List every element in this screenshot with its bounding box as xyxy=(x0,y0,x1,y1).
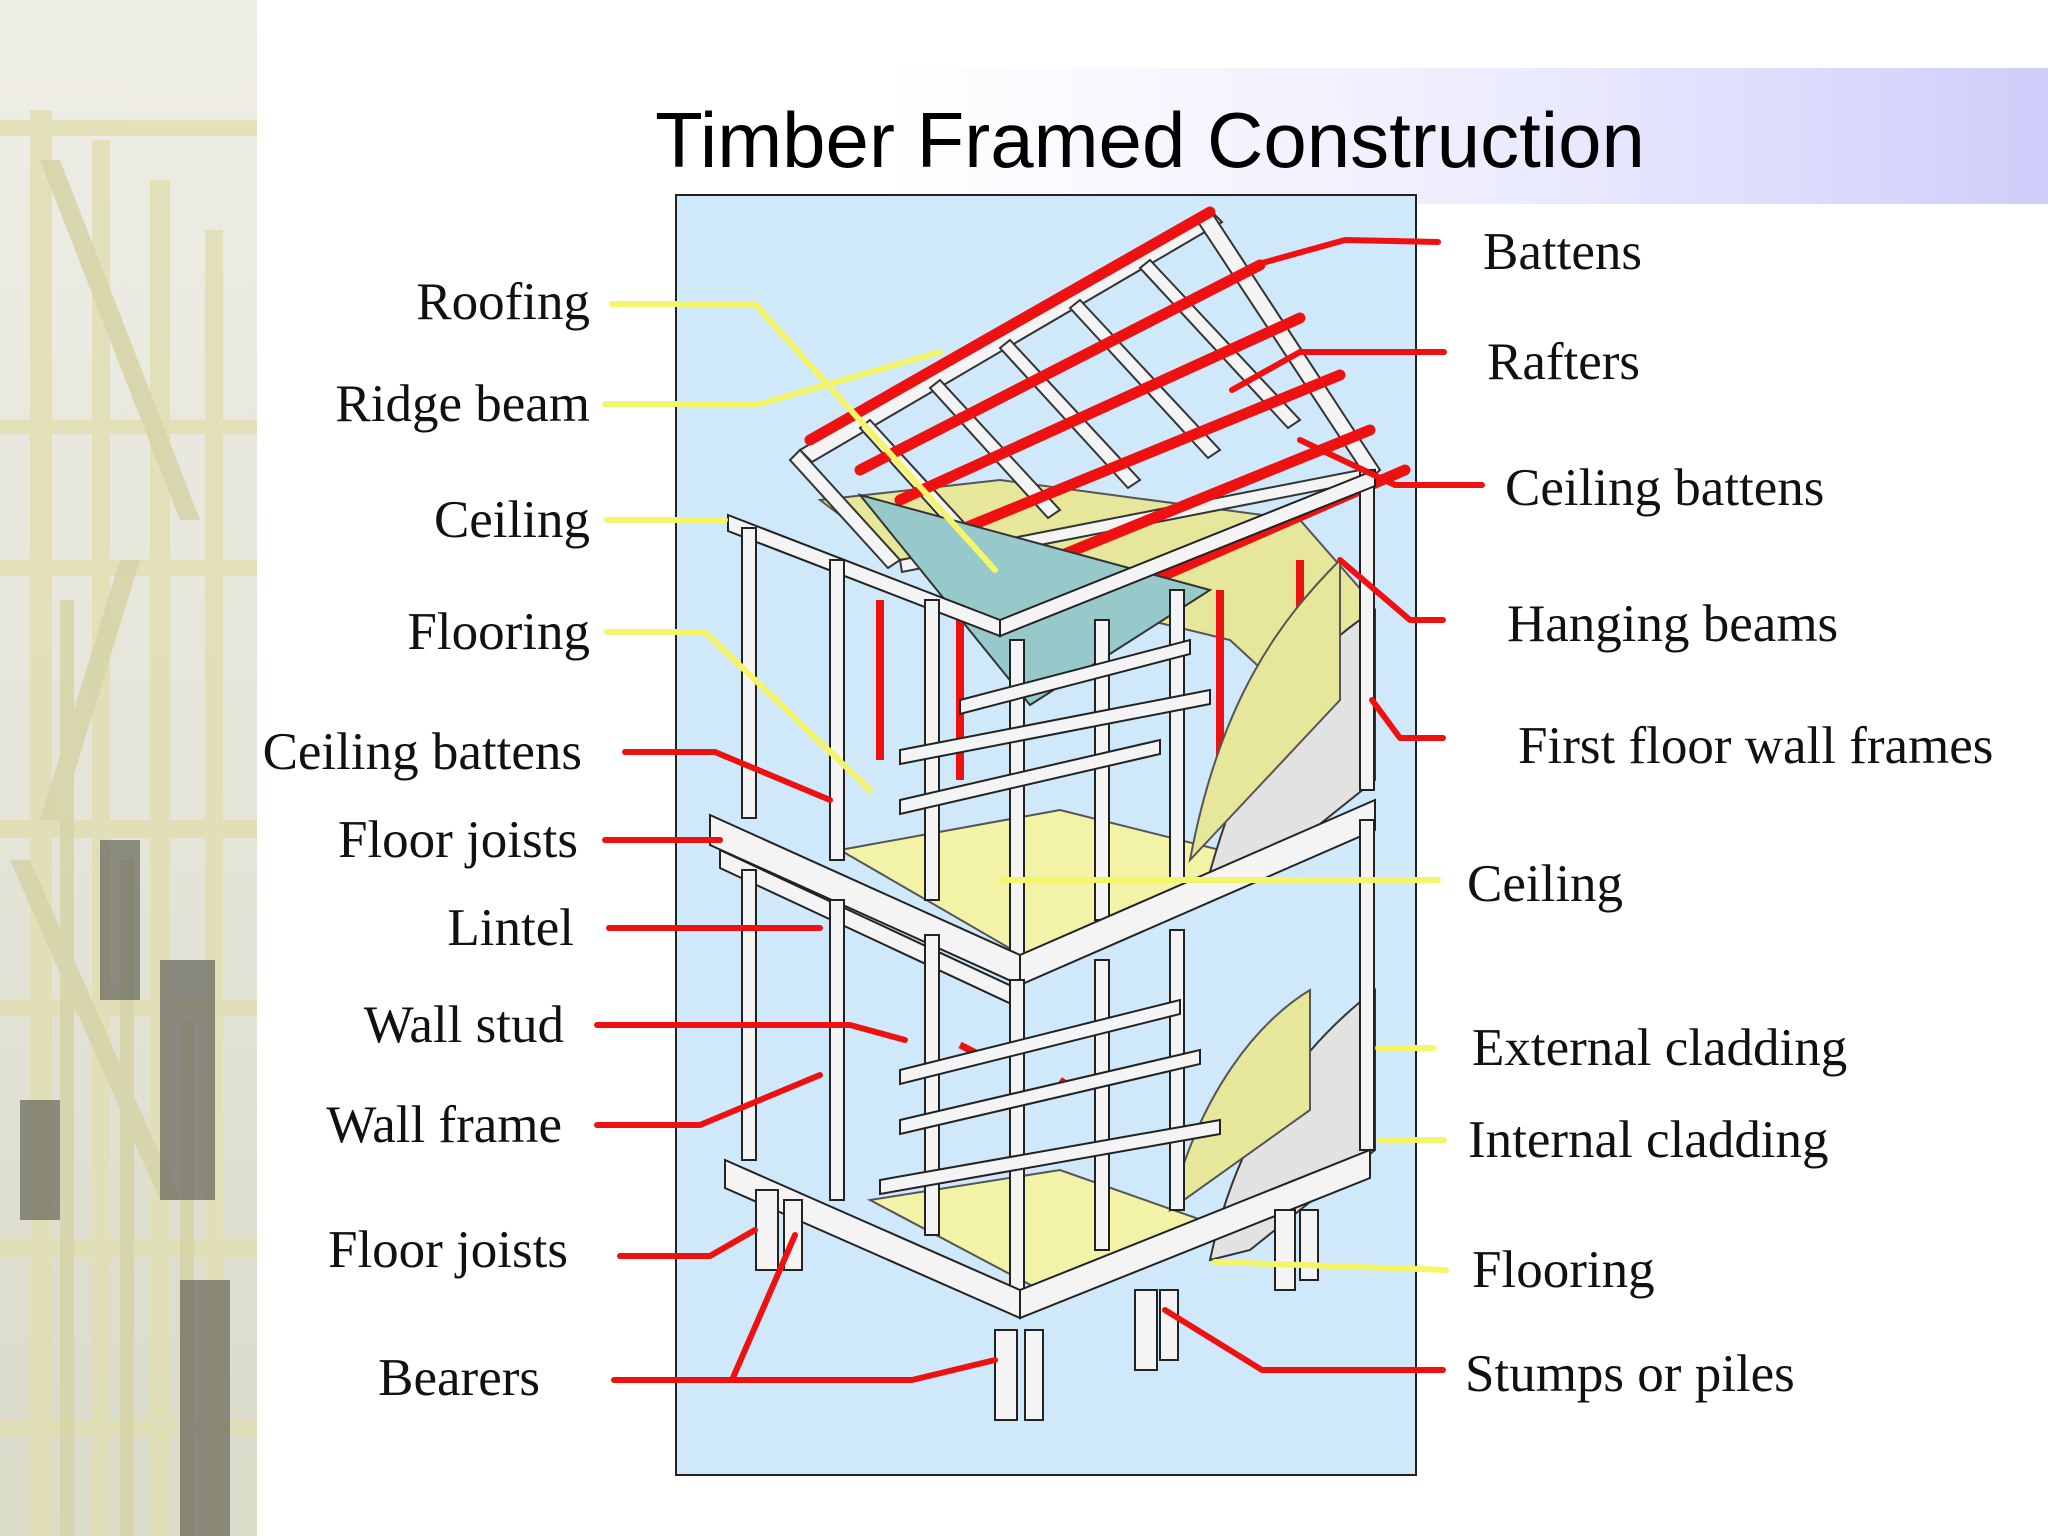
leader-ceiling-battens xyxy=(622,749,833,803)
leader-roofing xyxy=(609,301,998,573)
label-internal-cladding: Internal cladding xyxy=(1468,1111,1829,1169)
timber-frame-photo xyxy=(0,0,257,1536)
leader-rafters xyxy=(1229,349,1447,393)
title-band xyxy=(257,68,2048,204)
label-first-floor-wall-frames: First floor wall frames xyxy=(1518,717,1994,775)
leader-stumps-or-piles xyxy=(1162,1307,1446,1373)
label-flooring-right: Flooring xyxy=(1472,1241,1655,1299)
leader-flooring xyxy=(604,629,873,793)
leader-flooring-right xyxy=(1212,1259,1449,1273)
label-wall-stud: Wall stud xyxy=(363,996,564,1054)
label-floor-joists-lower: Floor joists xyxy=(327,1221,568,1279)
leader-ceiling-battens-right xyxy=(1297,437,1485,488)
leader-bearers-2 xyxy=(729,1232,798,1383)
leader-hanging-beams xyxy=(1337,557,1446,623)
slide-title: Timber Framed Construction xyxy=(655,96,1645,184)
label-stumps-or-piles: Stumps or piles xyxy=(1465,1345,1795,1403)
leader-wall-frame xyxy=(594,1072,823,1128)
leader-bearers xyxy=(611,1357,998,1383)
leader-ridge-beam xyxy=(602,349,943,407)
label-wall-frame: Wall frame xyxy=(326,1096,562,1154)
label-hanging-beams: Hanging beams xyxy=(1507,595,1839,653)
label-battens: Battens xyxy=(1483,223,1642,281)
label-ceiling: Ceiling xyxy=(433,491,590,549)
label-lintel: Lintel xyxy=(447,899,574,957)
label-external-cladding: External cladding xyxy=(1472,1019,1848,1077)
label-rafters: Rafters xyxy=(1487,333,1641,391)
label-ceiling-right: Ceiling xyxy=(1467,855,1624,913)
label-bearers: Bearers xyxy=(378,1349,540,1407)
leader-battens xyxy=(1252,237,1441,268)
leader-first-floor-wall-frames xyxy=(1369,697,1446,741)
label-ceiling-battens: Ceiling battens xyxy=(262,723,582,781)
label-floor-joists-upper: Floor joists xyxy=(337,811,578,869)
label-roofing: Roofing xyxy=(416,273,590,331)
lower-storey xyxy=(724,819,1376,1421)
label-flooring: Flooring xyxy=(407,603,590,661)
upper-storey xyxy=(709,468,1376,1010)
label-ceiling-battens-right: Ceiling battens xyxy=(1505,459,1825,517)
leader-wall-stud xyxy=(594,1022,908,1043)
leader-floor-joists-lower xyxy=(617,1227,758,1259)
roof-group xyxy=(788,206,1411,763)
label-ridge-beam: Ridge beam xyxy=(335,375,590,433)
